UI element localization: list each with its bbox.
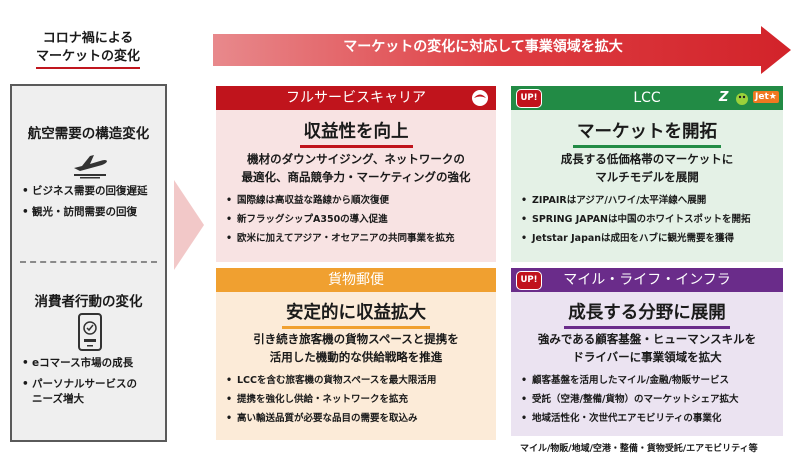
expansion-arrow	[213, 26, 791, 74]
panel-title-text: マーケットを開拓	[573, 118, 721, 148]
jal-crane-logo-icon	[472, 90, 488, 106]
panel-list: LCCを含む旅客機の貨物スペースを最大限活用 提携を強化し供給・ネットワークを拡…	[224, 374, 490, 431]
panel-list: 国際線は高収益な路線から順次復便 新フラッグシップA350の導入促進 欧米に加え…	[224, 194, 490, 251]
panel-description: 成長する低価格帯のマーケットに マルチモデルを展開	[560, 152, 734, 184]
list-item: 新フラッグシップA350の導入促進	[224, 213, 490, 226]
panel-title: 安定的に収益拡大	[216, 299, 496, 329]
list-item: 受託（空港/整備/貨物）のマーケットシェア拡大	[519, 393, 777, 406]
panel-header-label: フルサービスキャリア	[286, 90, 426, 106]
panel-lcc: LCC UP! Z Jet★ マーケットを開拓 成長する低価格帯のマーケットに …	[511, 86, 783, 262]
left-title-line1: コロナ禍による	[42, 31, 134, 46]
up-badge: UP!	[516, 89, 542, 108]
aviation-demand-list: ビジネス需要の回復遅延 観光・訪問需要の回復	[20, 184, 148, 226]
list-item: 欧米に加えてアジア・オセアニアの共同事業を拡充	[224, 232, 490, 245]
jetstar-logo: Jet★	[753, 91, 779, 103]
panel-title: 収益性を向上	[216, 118, 496, 148]
panel-title-text: 収益性を向上	[299, 118, 413, 148]
panel-header-label: LCC	[633, 90, 661, 106]
list-item: eコマース市場の成長	[20, 356, 137, 371]
panel-title: 成長する分野に展開	[511, 299, 783, 329]
panel-description: 機材のダウンサイジング、ネットワークの 最適化、商品競争力・マーケティングの強化	[241, 152, 471, 184]
panel-list: ZIPAIRはアジア/ハワイ/太平洋線へ展開 SPRING JAPANは中国のホ…	[519, 194, 777, 251]
section-heading-aviation-demand: 航空需要の構造変化	[27, 126, 150, 142]
list-item: 地域活性化・次世代エアモビリティの事業化	[519, 412, 777, 425]
panel-header: 貨物郵便	[216, 268, 496, 292]
panel-mile-life-infra: マイル・ライフ・インフラ UP! 成長する分野に展開 強みである顧客基盤・ヒュー…	[511, 268, 783, 436]
list-item: 国際線は高収益な路線から順次復便	[224, 194, 490, 207]
list-item: SPRING JAPANは中国のホワイトスポットを開拓	[519, 213, 777, 226]
zipair-logo: Z	[719, 90, 729, 105]
list-item: パーソナルサービスの ニーズ増大	[20, 377, 137, 407]
spring-japan-logo-icon	[736, 93, 748, 105]
up-badge: UP!	[516, 271, 542, 290]
section-divider	[20, 261, 157, 263]
panel-header: フルサービスキャリア	[216, 86, 496, 110]
panel-header-label: 貨物郵便	[328, 272, 384, 288]
airplane-takeoff-icon	[74, 155, 107, 179]
panel-full-service-carrier: フルサービスキャリア 収益性を向上 機材のダウンサイジング、ネットワークの 最適…	[216, 86, 496, 262]
panel-description: 引き続き旅客機の貨物スペースと提携を 活用した機動的な供給戦略を推進	[253, 332, 459, 364]
panel-cargo-mail: 貨物郵便 安定的に収益拡大 引き続き旅客機の貨物スペースと提携を 活用した機動的…	[216, 268, 496, 440]
consumer-behavior-list: eコマース市場の成長 パーソナルサービスの ニーズ増大	[20, 356, 137, 413]
panel-title: マーケットを開拓	[511, 118, 783, 148]
left-column-title: コロナ禍による マーケットの変化	[28, 30, 148, 69]
list-item: 提携を強化し供給・ネットワークを拡充	[224, 393, 490, 406]
list-item: 顧客基盤を活用したマイル/金融/物販サービス	[519, 374, 777, 387]
panel-list: 顧客基盤を活用したマイル/金融/物販サービス 受託（空港/整備/貨物）のマーケッ…	[519, 374, 777, 431]
list-item: LCCを含む旅客機の貨物スペースを最大限活用	[224, 374, 490, 387]
panel-title-text: 成長する分野に展開	[564, 299, 730, 329]
panel-header: マイル・ライフ・インフラ	[511, 268, 783, 292]
chevron-right-icon	[174, 180, 204, 270]
footnote: マイル/物販/地域/空港・整備・貨物受託/エアモビリティ等	[520, 444, 758, 454]
left-title-line2: マーケットの変化	[35, 48, 140, 69]
list-item: ビジネス需要の回復遅延	[20, 184, 148, 199]
panel-title-text: 安定的に収益拡大	[282, 299, 430, 329]
list-item: 高い輸送品質が必要な品目の需要を取込み	[224, 412, 490, 425]
expansion-arrow-label: マーケットの変化に対応して事業領域を拡大	[343, 39, 623, 55]
panel-header-label: マイル・ライフ・インフラ	[563, 272, 731, 288]
section-heading-consumer-behavior: 消費者行動の変化	[34, 294, 143, 310]
list-item: ZIPAIRはアジア/ハワイ/太平洋線へ展開	[519, 194, 777, 207]
list-item: 観光・訪問需要の回復	[20, 205, 148, 220]
panel-description: 強みである顧客基盤・ヒューマンスキルを ドライバーに事業領域を拡大	[537, 332, 757, 364]
market-change-panel: 航空需要の構造変化 ビジネス需要の回復遅延 観光・訪問需要の回復 消費者行動の変…	[10, 84, 167, 442]
smartphone-shopping-icon	[78, 313, 102, 351]
list-item: Jetstar Japanは成田をハブに観光需要を獲得	[519, 232, 777, 245]
